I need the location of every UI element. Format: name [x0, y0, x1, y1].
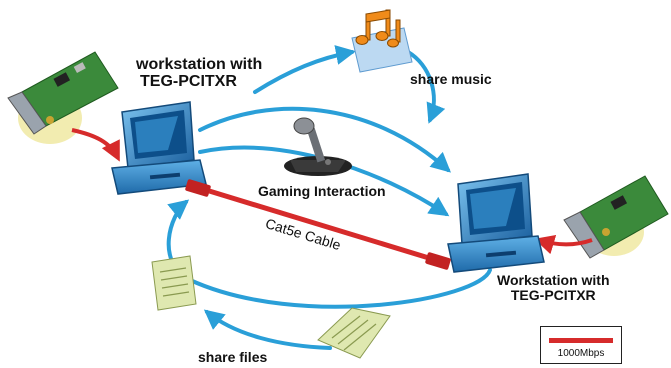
arrow-to-files	[203, 309, 332, 350]
arrow-right-to-left	[166, 199, 492, 309]
network-card-icon-left	[7, 51, 119, 144]
document-icon-left	[151, 255, 197, 311]
label-workstation-left-line2: TEG-PCITXR	[140, 72, 237, 90]
label-share-files: share files	[198, 349, 268, 365]
joystick-icon	[284, 117, 352, 176]
arrow-music-to-right	[406, 50, 446, 124]
network-card-icon-right	[563, 175, 669, 259]
label-gaming-interaction: Gaming Interaction	[258, 183, 386, 199]
insert-arrow-left	[71, 128, 120, 162]
label-workstation-right-line2: TEG-PCITXR	[510, 286, 596, 303]
label-share-music: share music	[410, 71, 492, 87]
label-workstation-right-line1: Workstation with	[497, 272, 610, 288]
insert-arrow-right	[534, 235, 593, 255]
music-note-icon	[351, 9, 413, 73]
arrow-left-to-right-top	[198, 106, 451, 173]
legend-line	[549, 338, 613, 343]
legend-text: 1000Mbps	[557, 348, 605, 359]
computer-icon-right	[447, 173, 545, 273]
cat5e-cable	[185, 179, 451, 270]
label-workstation-right: Workstation with TEG-PCITXR	[497, 273, 610, 302]
computer-icon-left	[111, 101, 207, 195]
label-workstation-left-line1: workstation with	[136, 56, 263, 73]
blue-arrows	[166, 45, 492, 350]
arrow-to-music	[253, 45, 356, 94]
document-icon-right	[317, 307, 391, 359]
legend: 1000Mbps	[540, 326, 622, 364]
label-workstation-left: workstation with TEG-PCITXR	[136, 56, 263, 91]
